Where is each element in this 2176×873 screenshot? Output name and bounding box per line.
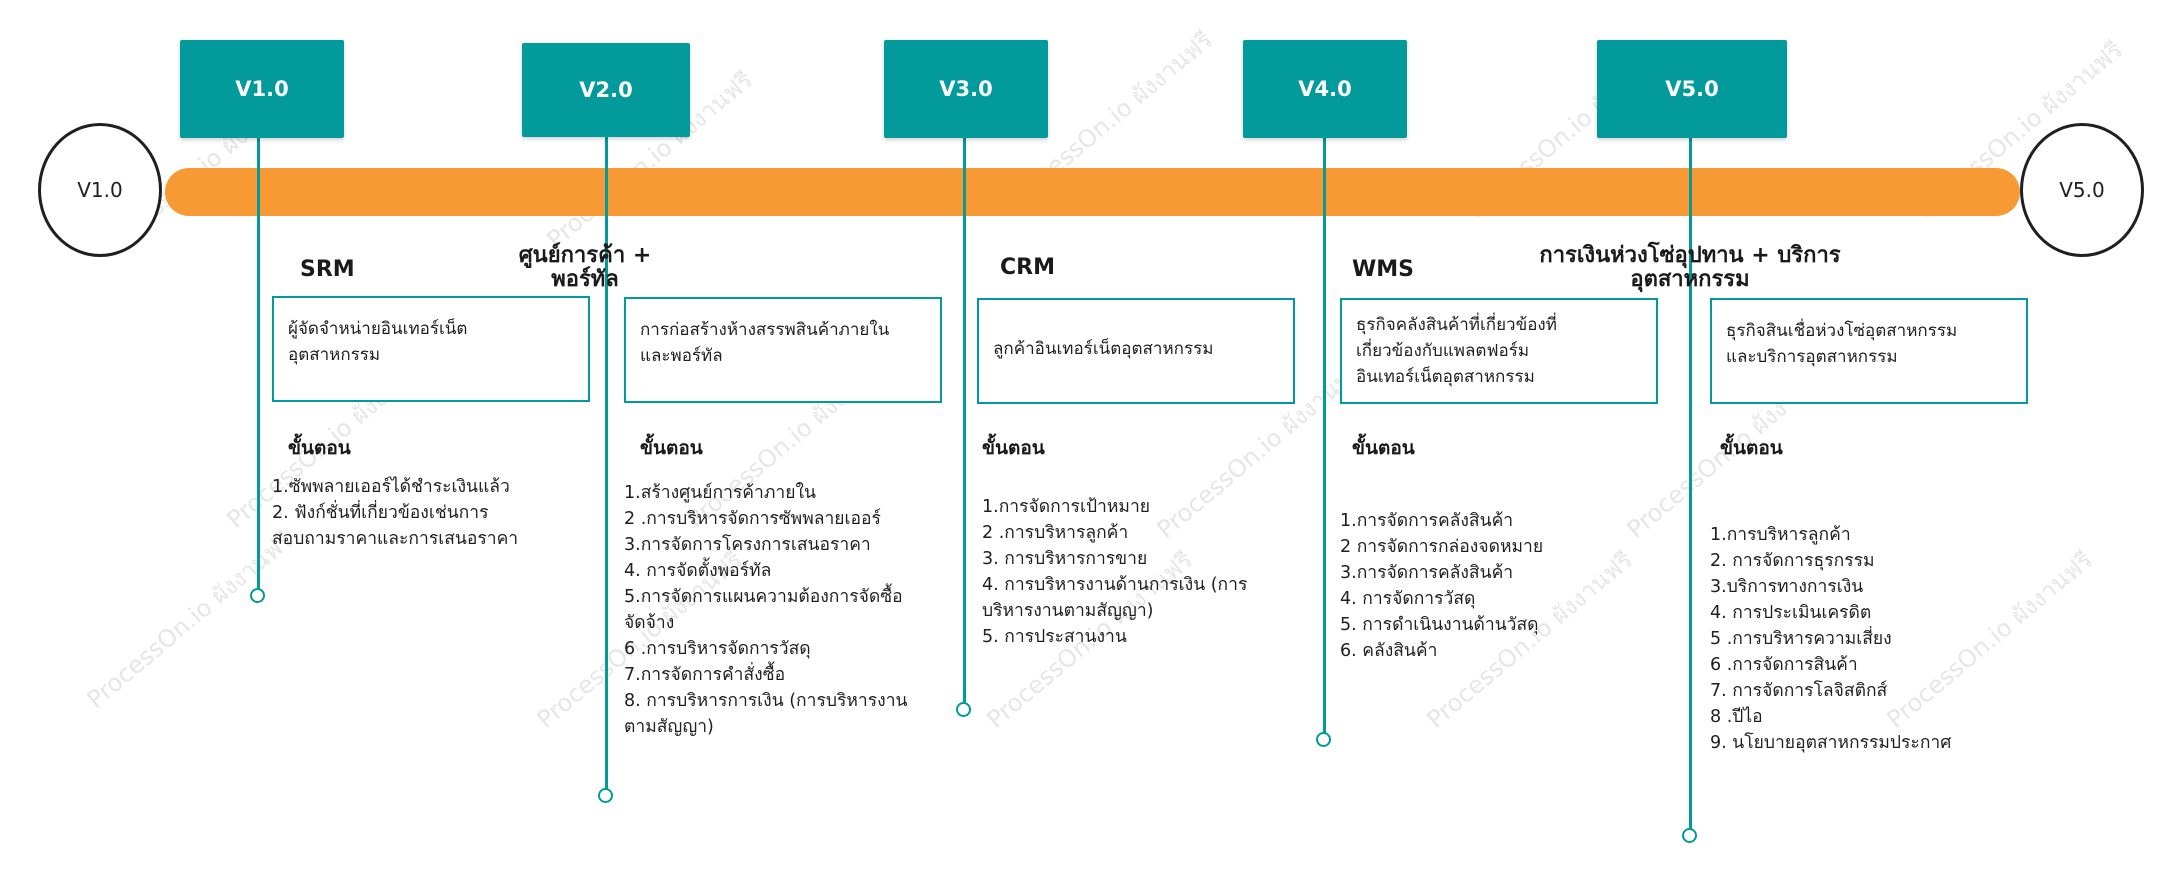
version-connector-line [605, 137, 608, 794]
step-item: 4. การจัดการวัสดุ [1340, 589, 1476, 609]
timeline-bar [165, 168, 2020, 216]
module-title-line: SRM [300, 257, 355, 282]
description-line: ผู้จัดจำหน่ายอินเทอร์เน็ต [288, 319, 468, 339]
version-connector-line [1323, 138, 1326, 738]
steps-heading: ขั้นตอน [982, 437, 1045, 459]
description-line: ธุรกิจสินเชื่อห่วงโซ่อุตสาหกรรม [1726, 321, 1958, 341]
step-item: 3.บริการทางการเงิน [1710, 577, 1864, 597]
step-item: 2 .การบริหารจัดการซัพพลายเออร์ [624, 509, 881, 529]
step-item: 3. การบริหารการขาย [982, 549, 1148, 569]
timeline-end-dot [1316, 732, 1331, 747]
description-line: อุตสาหกรรม [288, 345, 381, 365]
module-title: CRM [1000, 256, 1260, 280]
steps-heading: ขั้นตอน [288, 437, 351, 459]
step-item: 2. การจัดการธุรกรรม [1710, 551, 1875, 571]
version-box: V2.0 [522, 43, 690, 137]
step-item: 4. การจัดตั้งพอร์ทัล [624, 561, 772, 581]
timeline-end-dot [1682, 828, 1697, 843]
step-item: 6. คลังสินค้า [1340, 641, 1438, 661]
step-item: 2 .การบริหารลูกค้า [982, 523, 1129, 543]
version-box: V1.0 [180, 40, 344, 138]
description-line: ลูกค้าอินเทอร์เน็ตอุตสาหกรรม [993, 339, 1214, 359]
module-title-line: การเงินห่วงโซ่อุปทาน + บริการ [1539, 243, 1841, 268]
module-title: SRM [300, 258, 560, 282]
step-item: 5. การประสานงาน [982, 627, 1127, 647]
step-item: 3.การจัดการคลังสินค้า [1340, 563, 1514, 583]
step-item: 4. การบริหารงานด้านการเงิน (การ [982, 575, 1248, 595]
steps-list: 1.ซัพพลายเออร์ได้ชำระเงินแล้ว 2. ฟังก์ชั่… [272, 474, 518, 552]
steps-heading: ขั้นตอน [1352, 437, 1415, 459]
step-item: 2 การจัดการกล่องจดหมาย [1340, 537, 1544, 557]
step-item: ตามสัญญา) [624, 717, 714, 737]
step-item: 8 .ปีไอ [1710, 707, 1763, 727]
module-description-box: ธุรกิจสินเชื่อห่วงโซ่อุตสาหกรรมและบริการ… [1710, 298, 2028, 404]
step-item: 1.การจัดการคลังสินค้า [1340, 511, 1514, 531]
version-box: V3.0 [884, 40, 1048, 138]
module-title-line: อุตสาหกรรม [1630, 267, 1750, 292]
step-item: 8. การบริหารการเงิน (การบริหารงาน [624, 691, 908, 711]
step-item: 4. การประเมินเครดิต [1710, 603, 1872, 623]
timeline-start-circle: V1.0 [38, 123, 162, 257]
steps-list: 1.การจัดการเป้าหมาย 2 .การบริหารลูกค้า 3. … [982, 494, 1247, 650]
module-title-line: CRM [1000, 255, 1055, 280]
module-title: WMS [1352, 258, 1612, 282]
module-title: การเงินห่วงโซ่อุปทาน + บริการอุตสาหกรรม [1480, 244, 1900, 292]
watermark-text: ProcessOn.io ผังงานฟรี [81, 525, 299, 714]
version-box: V4.0 [1243, 40, 1407, 138]
timeline-end-dot [598, 788, 613, 803]
steps-list: 1.การบริหารลูกค้า 2. การจัดการธุรกรรม 3.บร… [1710, 522, 1951, 756]
step-item: 1.สร้างศูนย์การค้าภายใน [624, 483, 816, 503]
step-item: 5 .การบริหารความเสี่ยง [1710, 629, 1892, 649]
module-description-box: ผู้จัดจำหน่ายอินเทอร์เน็ตอุตสาหกรรม [272, 296, 590, 402]
steps-heading: ขั้นตอน [1720, 437, 1783, 459]
description-line: เกี่ยวข้องกับแพลตฟอร์ม [1356, 341, 1530, 361]
timeline-end-dot [956, 702, 971, 717]
step-item: 1.ซัพพลายเออร์ได้ชำระเงินแล้ว [272, 477, 510, 497]
version-connector-line [1689, 138, 1692, 834]
module-title-line: พอร์ทัล [551, 267, 619, 292]
module-description-box: การก่อสร้างห้างสรรพสินค้าภายในและพอร์ทัล [624, 297, 942, 403]
step-item: สอบถามราคาและการเสนอราคา [272, 529, 519, 549]
step-item: จัดจ้าง [624, 613, 675, 633]
description-line: และบริการอุตสาหกรรม [1726, 347, 1898, 367]
step-item: 5. การดำเนินงานด้านวัสดุ [1340, 615, 1539, 635]
step-item: 6 .การจัดการสินค้า [1710, 655, 1858, 675]
step-item: 7. การจัดการโลจิสติกส์ [1710, 681, 1888, 701]
step-item: 9. นโยบายอุตสาหกรรมประกาศ [1710, 733, 1952, 753]
timeline-end-dot [250, 588, 265, 603]
version-connector-line [963, 138, 966, 708]
step-item: 7.การจัดการคำสั่งซื้อ [624, 665, 786, 685]
version-box: V5.0 [1597, 40, 1787, 138]
step-item: 1.การจัดการเป้าหมาย [982, 497, 1151, 517]
description-line: ธุรกิจคลังสินค้าที่เกี่ยวข้องที่ [1356, 315, 1557, 335]
module-title-line: WMS [1352, 257, 1415, 282]
step-item: บริหารงานตามสัญญา) [982, 601, 1154, 621]
description-line: การก่อสร้างห้างสรรพสินค้าภายใน [640, 320, 890, 340]
module-title: ศูนย์การค้า +พอร์ทัล [455, 244, 715, 292]
step-item: 6 .การบริหารจัดการวัสดุ [624, 639, 811, 659]
steps-list: 1.สร้างศูนย์การค้าภายใน 2 .การบริหารจัดกา… [624, 480, 907, 740]
description-line: และพอร์ทัล [640, 346, 723, 366]
steps-list: 1.การจัดการคลังสินค้า 2 การจัดการกล่องจดห… [1340, 508, 1543, 664]
timeline-end-circle: V5.0 [2020, 123, 2144, 257]
version-connector-line [257, 138, 260, 594]
module-description-box: ลูกค้าอินเทอร์เน็ตอุตสาหกรรม [977, 298, 1295, 404]
module-title-line: ศูนย์การค้า + [518, 243, 652, 268]
step-item: 2. ฟังก์ชั่นที่เกี่ยวข้องเช่นการ [272, 503, 489, 523]
description-line: อินเทอร์เน็ตอุตสาหกรรม [1356, 367, 1535, 387]
steps-heading: ขั้นตอน [640, 437, 703, 459]
step-item: 1.การบริหารลูกค้า [1710, 525, 1851, 545]
step-item: 5.การจัดการแผนความต้องการจัดซื้อ [624, 587, 903, 607]
step-item: 3.การจัดการโครงการเสนอราคา [624, 535, 871, 555]
module-description-box: ธุรกิจคลังสินค้าที่เกี่ยวข้องที่เกี่ยวข้… [1340, 298, 1658, 404]
